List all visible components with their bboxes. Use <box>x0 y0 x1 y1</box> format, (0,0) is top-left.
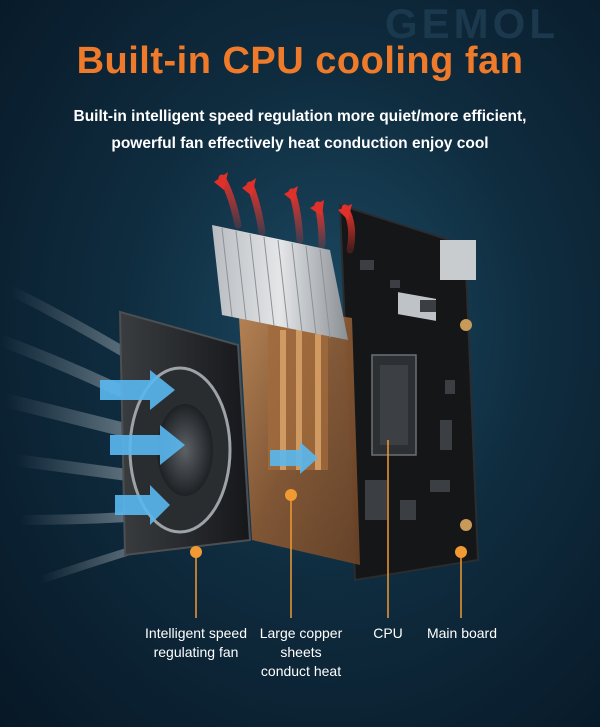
label-copper-line-2: sheets <box>280 644 322 660</box>
hot-air-arrowheads <box>214 172 352 220</box>
blue-airflow-arrows <box>100 370 318 525</box>
label-copper-line-3: conduct heat <box>260 663 342 679</box>
label-fan: Intelligent speed regulating fan <box>112 624 280 662</box>
main-board <box>338 203 480 582</box>
label-fan-line-2: regulating fan <box>153 644 239 660</box>
label-copper-line-1: Large copper <box>259 625 343 641</box>
label-cpu: CPU <box>373 625 403 641</box>
label-main-board: Main board <box>426 625 498 641</box>
subtitle-line-1: Built-in intelligent speed regulation mo… <box>73 108 527 125</box>
heatsink-fins <box>212 225 348 340</box>
subtitle-line-2: powerful fan effectively heat conduction… <box>111 135 489 152</box>
page-title: Built-in CPU cooling fan <box>76 40 524 82</box>
copper-plate <box>238 300 360 565</box>
exploded-hardware-illustration <box>0 172 480 618</box>
callout-dots <box>285 489 467 558</box>
background-logo-text: GEMOL <box>385 0 559 47</box>
callout-lines <box>195 440 462 618</box>
label-copper: Large copper sheets conduct heat <box>238 624 364 681</box>
label-fan-line-1: Intelligent speed <box>145 625 247 641</box>
page-subtitle: Built-in intelligent speed regulation mo… <box>0 103 600 157</box>
